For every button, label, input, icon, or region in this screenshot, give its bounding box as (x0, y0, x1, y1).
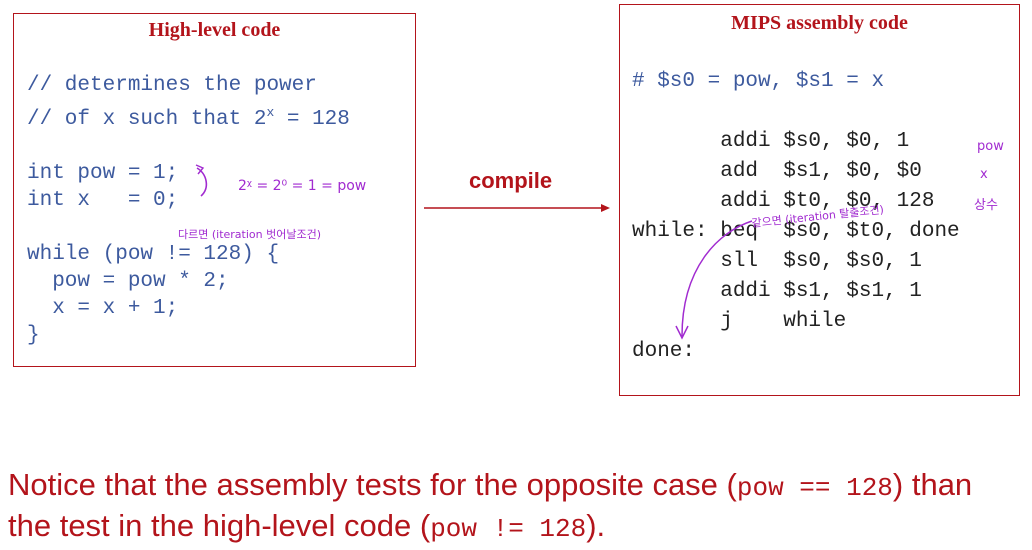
mips-line-jump: j while (632, 310, 847, 333)
code-line-comment-2-tail: = 128 (274, 108, 350, 131)
code-line-while: while (pow != 128) { (27, 243, 280, 266)
mips-code-block: addi $s0, $0, 1 add $s1, $0, $0 addi $t0… (632, 127, 960, 367)
mips-line-addi-s1: addi $s1, $s1, 1 (632, 280, 922, 303)
mips-line-beq: while: beq $s0, $t0, done (632, 220, 960, 243)
note-code-equals: pow == 128 (736, 473, 893, 503)
mips-line-add-s1: add $s1, $0, $0 (632, 160, 922, 183)
explanation-note: Notice that the assembly tests for the o… (8, 466, 1018, 548)
mips-line-addi-s0: addi $s0, $0, 1 (632, 130, 910, 153)
code-line-int-x: int x = 0; (27, 189, 179, 212)
high-level-code-box: High-level code (13, 13, 416, 367)
code-line-comment-1: // determines the power (27, 74, 317, 97)
mips-line-sll: sll $s0, $s0, 1 (632, 250, 922, 273)
code-line-pow-times-two: pow = pow * 2; (27, 270, 229, 293)
code-line-x-increment: x = x + 1; (27, 297, 179, 320)
code-line-close-brace: } (27, 324, 40, 347)
note-text-1: Notice that the assembly tests for the o… (8, 467, 737, 502)
compile-arrow (424, 204, 610, 212)
mips-line-addi-t0: addi $t0, $0, 128 (632, 190, 935, 213)
note-text-3: ). (586, 508, 606, 543)
mips-assembly-box: MIPS assembly code (619, 4, 1020, 396)
high-level-code-block: // determines the power // of x such tha… (27, 72, 350, 349)
mips-assembly-title: MIPS assembly code (731, 12, 908, 34)
code-line-comment-2: // of x such that 2 (27, 108, 267, 131)
mips-comment-line: # $s0 = pow, $s1 = x (632, 70, 885, 93)
mips-line-done-label: done: (632, 340, 696, 363)
note-code-not-equals: pow != 128 (430, 514, 587, 544)
high-level-code-title: High-level code (148, 19, 281, 41)
code-line-int-pow: int pow = 1; (27, 162, 179, 185)
superscript-x: x (266, 105, 275, 120)
compile-label: compile (469, 168, 553, 193)
note-text-2: ) than the test in the high-level code ( (8, 467, 973, 543)
